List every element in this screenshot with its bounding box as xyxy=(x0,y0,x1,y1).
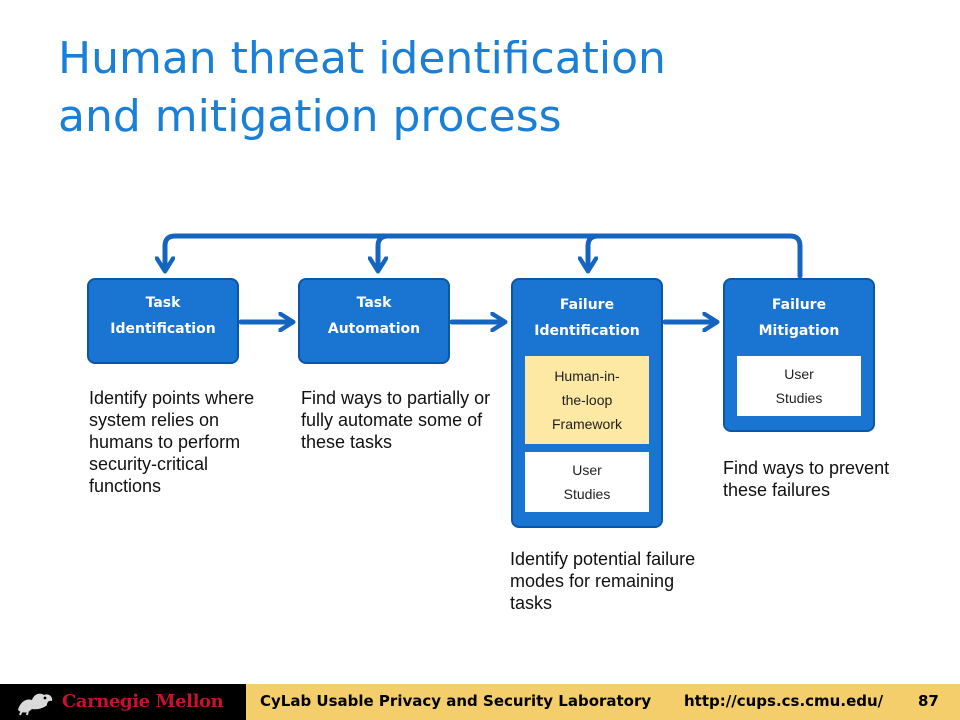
slide-title-line-2: and mitigation process xyxy=(58,91,562,142)
slide-title: Human threat identification and mitigati… xyxy=(58,30,918,146)
user-studies-line-2: Studies xyxy=(563,486,611,502)
user-studies-box: User Studies xyxy=(737,356,861,416)
footer-lab-name: CyLab Usable Privacy and Security Labora… xyxy=(260,692,652,710)
footer-logo: Carnegie Mellon xyxy=(0,684,246,720)
step-label-line-2: Automation xyxy=(327,321,421,337)
framework-line-2: the-loop xyxy=(561,392,613,408)
human-in-the-loop-framework-box: Human-in- the-loop Framework xyxy=(525,356,649,444)
step-label-line-1: Task xyxy=(145,295,181,311)
framework-line-1: Human-in- xyxy=(554,368,620,384)
feedback-loop-line xyxy=(165,233,803,279)
slide-footer: Carnegie Mellon CyLab Usable Privacy and… xyxy=(0,684,960,720)
user-studies-box: User Studies xyxy=(525,452,649,512)
slide-number: 87 xyxy=(918,692,939,710)
step-label-line-1: Failure xyxy=(771,297,827,313)
task-identification-description: Identify points where system relies on h… xyxy=(89,388,255,496)
footer-band: CyLab Usable Privacy and Security Labora… xyxy=(246,684,960,720)
step-label-line-1: Failure xyxy=(559,297,615,313)
step-failure-mitigation: Failure Mitigation User Studies xyxy=(723,278,875,432)
slide-title-line-1: Human threat identification xyxy=(58,33,666,84)
step-label-line-2: Identification xyxy=(110,321,216,337)
user-studies-line-1: User xyxy=(784,366,814,382)
carnegie-mellon-logo: Carnegie Mellon xyxy=(62,691,224,712)
feedback-arrow-to-automation xyxy=(378,233,391,268)
failure-identification-description: Identify potential failure modes for rem… xyxy=(510,549,696,613)
user-studies-line-1: User xyxy=(572,462,602,478)
griffin-icon xyxy=(18,693,53,716)
feedback-arrow-to-failure-id xyxy=(588,233,601,268)
footer-url: http://cups.cs.cmu.edu/ xyxy=(684,692,884,710)
step-label-line-2: Identification xyxy=(534,323,640,339)
framework-line-3: Framework xyxy=(551,416,622,432)
user-studies-line-2: Studies xyxy=(775,390,823,406)
step-label-line-2: Mitigation xyxy=(758,323,840,339)
failure-mitigation-description: Find ways to prevent these failures xyxy=(723,458,890,500)
step-task-identification: Task Identification xyxy=(87,278,239,364)
step-label-line-1: Task xyxy=(356,295,392,311)
task-automation-description: Find ways to partially or fully automate… xyxy=(301,388,491,452)
step-task-automation: Task Automation xyxy=(298,278,450,364)
step-failure-identification: Failure Identification Human-in- the-loo… xyxy=(511,278,663,528)
